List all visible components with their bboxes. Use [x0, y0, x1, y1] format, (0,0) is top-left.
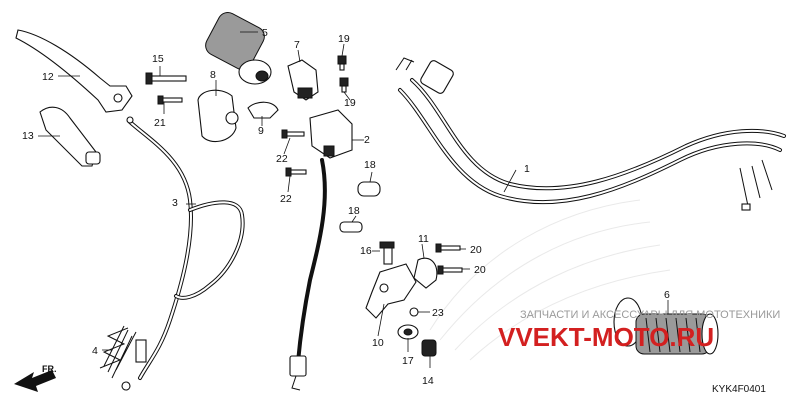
callout-7: 7: [294, 39, 300, 51]
callout-3: 3: [172, 197, 178, 209]
switch-cover: [287, 59, 319, 101]
diagram-code: KYK4F0401: [712, 384, 766, 395]
callout-20: 20: [474, 264, 486, 276]
callout-19: 19: [344, 97, 356, 109]
callout-14: 14: [422, 375, 434, 387]
front-arrow: FR.: [14, 364, 57, 392]
screw-19: [337, 55, 349, 93]
nut-17: [397, 324, 419, 340]
callout-22: 22: [276, 153, 288, 165]
callout-8: 8: [210, 69, 216, 81]
callout-9: 9: [258, 125, 264, 137]
front-label: FR.: [42, 364, 57, 374]
lever-bracket: [365, 263, 417, 319]
callout-1: 1: [524, 163, 530, 175]
washer-23: [409, 307, 419, 317]
screw-20: [435, 243, 463, 275]
screw-21: [157, 95, 183, 105]
wing-emblem: [429, 199, 671, 361]
callout-15: 15: [152, 53, 164, 65]
callout-16: 16: [360, 245, 372, 257]
callout-4: 4: [92, 345, 98, 357]
callout-5: 5: [262, 27, 268, 39]
watermark-logo: VVEKT-MOTO.RU: [498, 322, 714, 352]
clutch-lever: [15, 29, 133, 113]
callout-12: 12: [42, 71, 54, 83]
bolt-16: [379, 241, 395, 265]
callout-13: 13: [22, 130, 34, 142]
switch-housing: [309, 109, 353, 159]
leader-lines: [38, 31, 669, 368]
callout-2: 2: [364, 134, 370, 146]
clutch-cable: [121, 116, 245, 391]
callout-numbers: 1234567891011121314151617181819192020212…: [22, 27, 670, 387]
callout-18: 18: [348, 205, 360, 217]
callout-11: 11: [418, 233, 429, 245]
lever-cover: [39, 106, 101, 167]
watermark-text: ЗАПЧАСТИ И АКСЕССУАРЫ ДЛЯ МОТОТЕХНИКИ: [520, 309, 780, 321]
watermark: ЗАПЧАСТИ И АКСЕССУАРЫ ДЛЯ МОТОТЕХНИКИ VV…: [498, 309, 780, 352]
throttle-housing: [197, 89, 239, 143]
switch-wire: [289, 158, 327, 391]
callout-18: 18: [364, 159, 376, 171]
callout-10: 10: [372, 337, 384, 349]
callout-23: 23: [432, 307, 444, 319]
bar-weight-top: [357, 181, 381, 197]
callout-21: 21: [154, 117, 166, 129]
callout-17: 17: [402, 355, 414, 367]
grip: [613, 297, 719, 355]
bolt-14: [421, 339, 437, 357]
bar-weight-bottom: [339, 221, 363, 233]
callout-6: 6: [664, 289, 670, 301]
spring: [99, 325, 137, 379]
callout-19: 19: [338, 33, 350, 45]
callout-22: 22: [280, 193, 292, 205]
throttle-cables: [395, 57, 786, 211]
throttle-grip: [205, 11, 272, 85]
clamp: [247, 101, 279, 119]
bracket-clamp: [413, 257, 438, 289]
callout-20: 20: [470, 244, 482, 256]
bolt-15: [145, 72, 187, 85]
screw-22: [281, 129, 307, 177]
